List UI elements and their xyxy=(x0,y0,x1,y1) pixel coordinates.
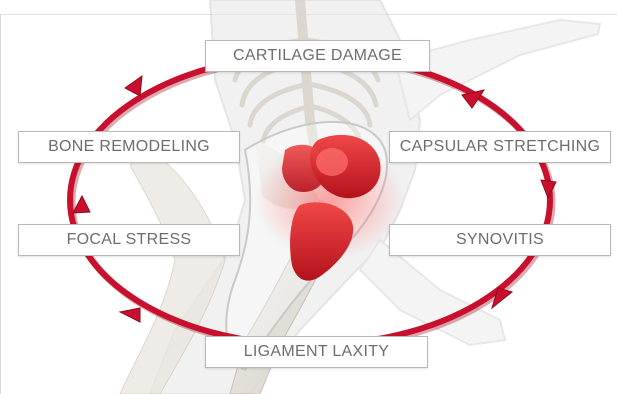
arrowhead-top-left xyxy=(125,76,142,96)
stage-label: FOCAL STRESS xyxy=(67,231,192,249)
stage-label: SYNOVITIS xyxy=(456,231,544,249)
stage-label: BONE REMODELING xyxy=(48,138,210,156)
arrowhead-bottom-left xyxy=(120,308,140,322)
stage-label: LIGAMENT LAXITY xyxy=(244,343,390,361)
stage-cartilage-damage: CARTILAGE DAMAGE xyxy=(205,40,430,72)
stage-label: CARTILAGE DAMAGE xyxy=(233,47,402,65)
stage-synovitis: SYNOVITIS xyxy=(389,224,611,256)
stage-focal-stress: FOCAL STRESS xyxy=(18,224,240,256)
stage-capsular-stretching: CAPSULAR STRETCHING xyxy=(389,131,611,163)
stage-bone-remodeling: BONE REMODELING xyxy=(18,131,240,163)
stage-ligament-laxity: LIGAMENT LAXITY xyxy=(205,336,428,368)
stage-label: CAPSULAR STRETCHING xyxy=(400,138,600,156)
